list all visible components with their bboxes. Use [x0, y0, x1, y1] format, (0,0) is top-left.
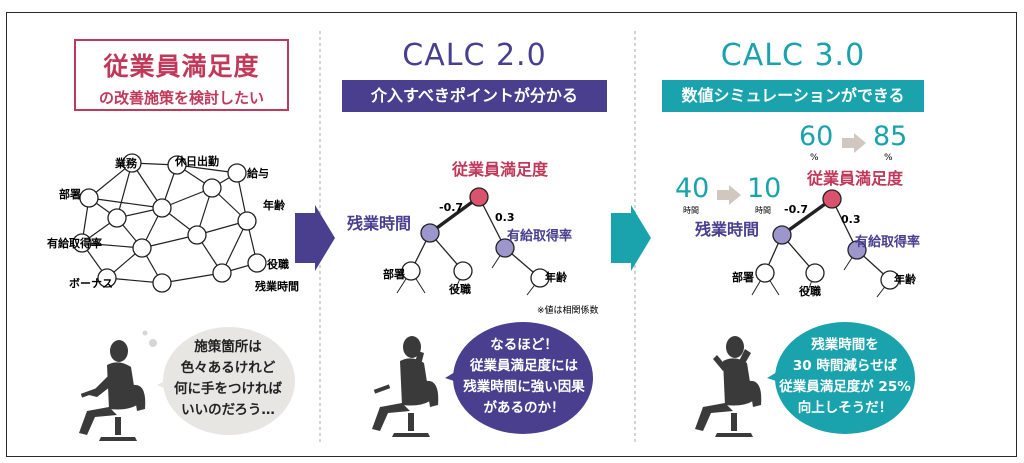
panel3-right-label: 有給取得率: [855, 235, 921, 250]
panel3-excited-person: [695, 336, 762, 437]
panel1-title-main: 従業員満足度: [103, 52, 260, 81]
net-label-yukyu: 有給取得率: [47, 237, 102, 250]
panel3-bubble-text: 残業時間を 30 時間減らせば 従業員満足度が 25% 向上しそうだ！: [775, 335, 915, 419]
panel2-leaf-busho: 部署: [383, 268, 405, 281]
panel3-bubble-line2: 30 時間減らせば: [792, 358, 898, 374]
panel2-bubble-text: なるほど！ 従業員満足度には 残業時間に強い因果 があるのか！: [457, 335, 591, 419]
arrow-panel1-to-2: [295, 205, 335, 271]
net-label-nenrei: 年齢: [263, 199, 285, 212]
panel2-heading: CALC 2.0: [402, 38, 547, 73]
panel3-band: 数値シミュレーションができる: [662, 80, 924, 112]
panel3-leaf-busho: 部署: [732, 271, 754, 284]
panel3-hours-to: 10: [747, 173, 782, 204]
panel2-root-label: 従業員満足度: [452, 160, 549, 179]
panel1-thinking-person: [79, 330, 157, 441]
panel2-speech-bubble: [445, 322, 593, 434]
panel3-pct-to-unit: %: [884, 153, 893, 163]
arrow-panel2-to-3: [611, 205, 651, 271]
panel2-bubble-line4: があるのか！: [483, 400, 565, 416]
panel2-causal-tree: [396, 187, 550, 296]
panel3-pct-from: 60: [799, 121, 834, 152]
panel1-bubble-line4: いいのだろう…: [181, 402, 275, 418]
net-label-gyomu: 業務: [115, 157, 137, 170]
panel2-band: 介入すべきポイントが分かる: [342, 80, 607, 112]
panel3-leaf-nenrei: 年齢: [894, 273, 916, 286]
panel1-title-box: 従業員満足度 の改善施策を検討したい: [74, 39, 289, 111]
panel3-pct-arrow: [842, 133, 866, 153]
panel2-understanding-person: [372, 336, 439, 437]
panel3-speech-bubble: [767, 322, 915, 434]
panel3-coef-left: -0.7: [784, 203, 809, 216]
panel2-bubble-line2: 従業員満足度には: [470, 358, 578, 374]
panel1-bubble-text: 施策箇所は 色々あるけれど 何に手をつければ いいのだろう…: [167, 337, 289, 421]
panel1-bubble-line3: 何に手をつければ: [174, 381, 282, 397]
panel1-bubble-line1: 施策箇所は: [194, 339, 262, 355]
panel3-causal-tree: [751, 189, 900, 298]
panel3-heading: CALC 3.0: [720, 38, 866, 73]
panel2-right-label: 有給取得率: [507, 229, 573, 244]
panel2-left-label: 残業時間: [347, 214, 412, 233]
panel2-leaf-yakushoku: 役職: [449, 283, 471, 296]
net-label-yakushoku: 役職: [267, 258, 289, 271]
infographic-frame: 従業員満足度 の改善施策を検討したい CALC 2.0 介入すべきポイントが分か…: [6, 12, 1017, 457]
panel1-bubble-line2: 色々あるけれど: [180, 360, 276, 376]
panel3-coef-right: 0.3: [841, 213, 861, 226]
net-label-kyuyo: 給与: [247, 167, 269, 180]
panel2-leaf-nenrei: 年齢: [545, 271, 567, 284]
panel1-speech-bubble: [157, 327, 295, 435]
panel3-root-label: 従業員満足度: [807, 169, 904, 188]
net-label-kyujitsu: 休日出勤: [175, 155, 219, 168]
net-label-zangyo: 残業時間: [255, 280, 299, 293]
panel3-bubble-line3: 従業員満足度が 25%: [779, 379, 911, 395]
panel3-hours-from: 40: [675, 173, 710, 204]
panel1-network-diagram: [72, 153, 267, 293]
panel3-hours-arrow: [717, 185, 741, 205]
panel2-bubble-line1: なるほど！: [490, 337, 558, 353]
net-label-busho: 部署: [59, 188, 81, 201]
panel2-note: ※値は相関係数: [537, 306, 599, 316]
panel3-left-label: 残業時間: [695, 220, 760, 239]
panel3-leaf-yakushoku: 役職: [799, 285, 821, 298]
panel2-coef-right: 0.3: [495, 211, 515, 224]
panel3-pct-to: 85: [873, 121, 908, 152]
panel3-pct-from-unit: %: [810, 153, 819, 163]
panel3-hours-to-unit: 時間: [755, 206, 771, 215]
panel1-title-sub: の改善施策を検討したい: [98, 89, 264, 107]
panel3-bubble-line4: 向上しそうだ！: [797, 400, 893, 416]
net-label-bonus: ボーナス: [69, 277, 113, 290]
panel2-coef-left: -0.7: [439, 201, 464, 214]
panel2-bubble-line3: 残業時間に強い因果: [463, 379, 585, 395]
panel3-hours-from-unit: 時間: [683, 206, 699, 215]
panel3-bubble-line1: 残業時間を: [811, 337, 879, 353]
